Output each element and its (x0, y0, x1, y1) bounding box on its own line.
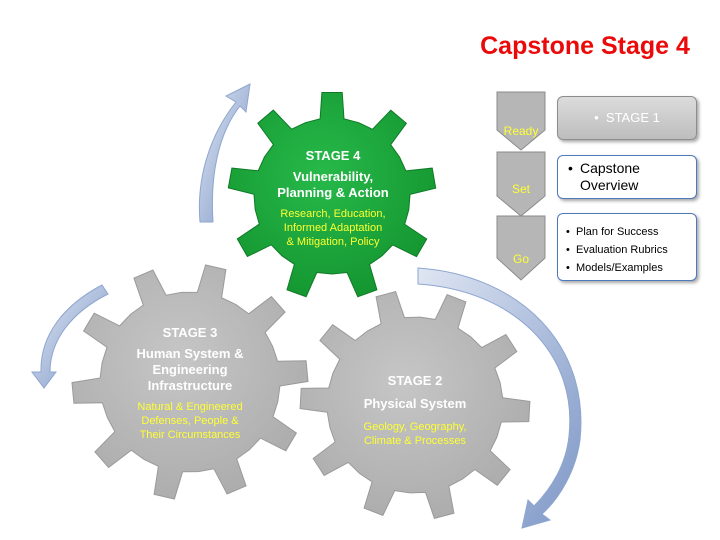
go-items-list: Plan for Success Evaluation Rubrics Mode… (566, 223, 668, 277)
stage1-label: STAGE 1 (605, 110, 660, 125)
stage4-name: Vulnerability, Planning & Action (248, 169, 418, 201)
stage4-sub-line: & Mitigation, Policy (286, 236, 380, 248)
stage3-name-line: Human System & (136, 346, 244, 361)
capstone-overview-box[interactable]: • Capstone Overview (557, 155, 697, 199)
arrow-top-left (198, 83, 251, 223)
chevron-set (496, 151, 546, 217)
stage3-name: Human System & Engineering Infrastructur… (110, 346, 270, 394)
gear-stage-4 (227, 92, 437, 298)
stage2-heading: STAGE 2 (387, 373, 443, 388)
stage4-name-line: Planning & Action (277, 185, 389, 200)
stage3-sub-line: Defenses, People & (141, 415, 239, 427)
chevron-go (496, 215, 546, 281)
go-item-models-examples[interactable]: Models/Examples (566, 259, 668, 277)
stage1-box[interactable]: • STAGE 1 (557, 96, 697, 140)
stage2-sub-line: Geology, Geography, (363, 421, 467, 433)
go-label: Go (512, 252, 529, 266)
stage3-heading: STAGE 3 (162, 325, 218, 340)
stage4-sub: Research, Education, Informed Adaptation… (248, 207, 418, 249)
stage2-sub: Geology, Geography, Climate & Processes (340, 420, 490, 448)
set-label: Set (511, 182, 530, 196)
stage4-text: STAGE 4 Vulnerability, Planning & Action… (248, 148, 418, 249)
go-items-box[interactable]: Plan for Success Evaluation Rubrics Mode… (557, 213, 697, 281)
capstone-overview-label: Capstone Overview (580, 160, 640, 193)
stage2-name-line: Physical System (363, 396, 467, 411)
stage4-sub-line: Research, Education, (280, 208, 386, 220)
gear-stage-2 (299, 290, 531, 520)
bullet-icon: • (568, 160, 573, 176)
stage3-sub-line: Natural & Engineered (137, 401, 243, 413)
stage3-sub-line: Their Circumstances (139, 429, 241, 441)
stage2-sub-line: Climate & Processes (363, 435, 467, 447)
stage4-name-line: Vulnerability, (292, 169, 374, 184)
arrow-right (417, 267, 582, 529)
stage3-text: STAGE 3 Human System & Engineering Infra… (110, 325, 270, 442)
bullet-icon: • (594, 110, 606, 125)
stage4-sub-line: Informed Adaptation (283, 222, 383, 234)
stage4-heading: STAGE 4 (305, 148, 361, 163)
stage3-name-line: Infrastructure (147, 378, 233, 393)
go-item-evaluation-rubrics[interactable]: Evaluation Rubrics (566, 241, 668, 259)
chevron-ready (496, 91, 546, 151)
stage2-text: STAGE 2 Physical System Geology, Geograp… (340, 373, 490, 448)
arrow-left (31, 284, 109, 389)
stage2-name: Physical System (340, 396, 490, 412)
go-item-plan-for-success[interactable]: Plan for Success (566, 223, 668, 241)
stage3-name-line: Engineering (152, 362, 228, 377)
stage3-sub: Natural & Engineered Defenses, People & … (110, 400, 270, 442)
gear-stage-3 (71, 264, 309, 500)
ready-label: Ready (503, 124, 539, 138)
page-title: Capstone Stage 4 (480, 32, 690, 60)
